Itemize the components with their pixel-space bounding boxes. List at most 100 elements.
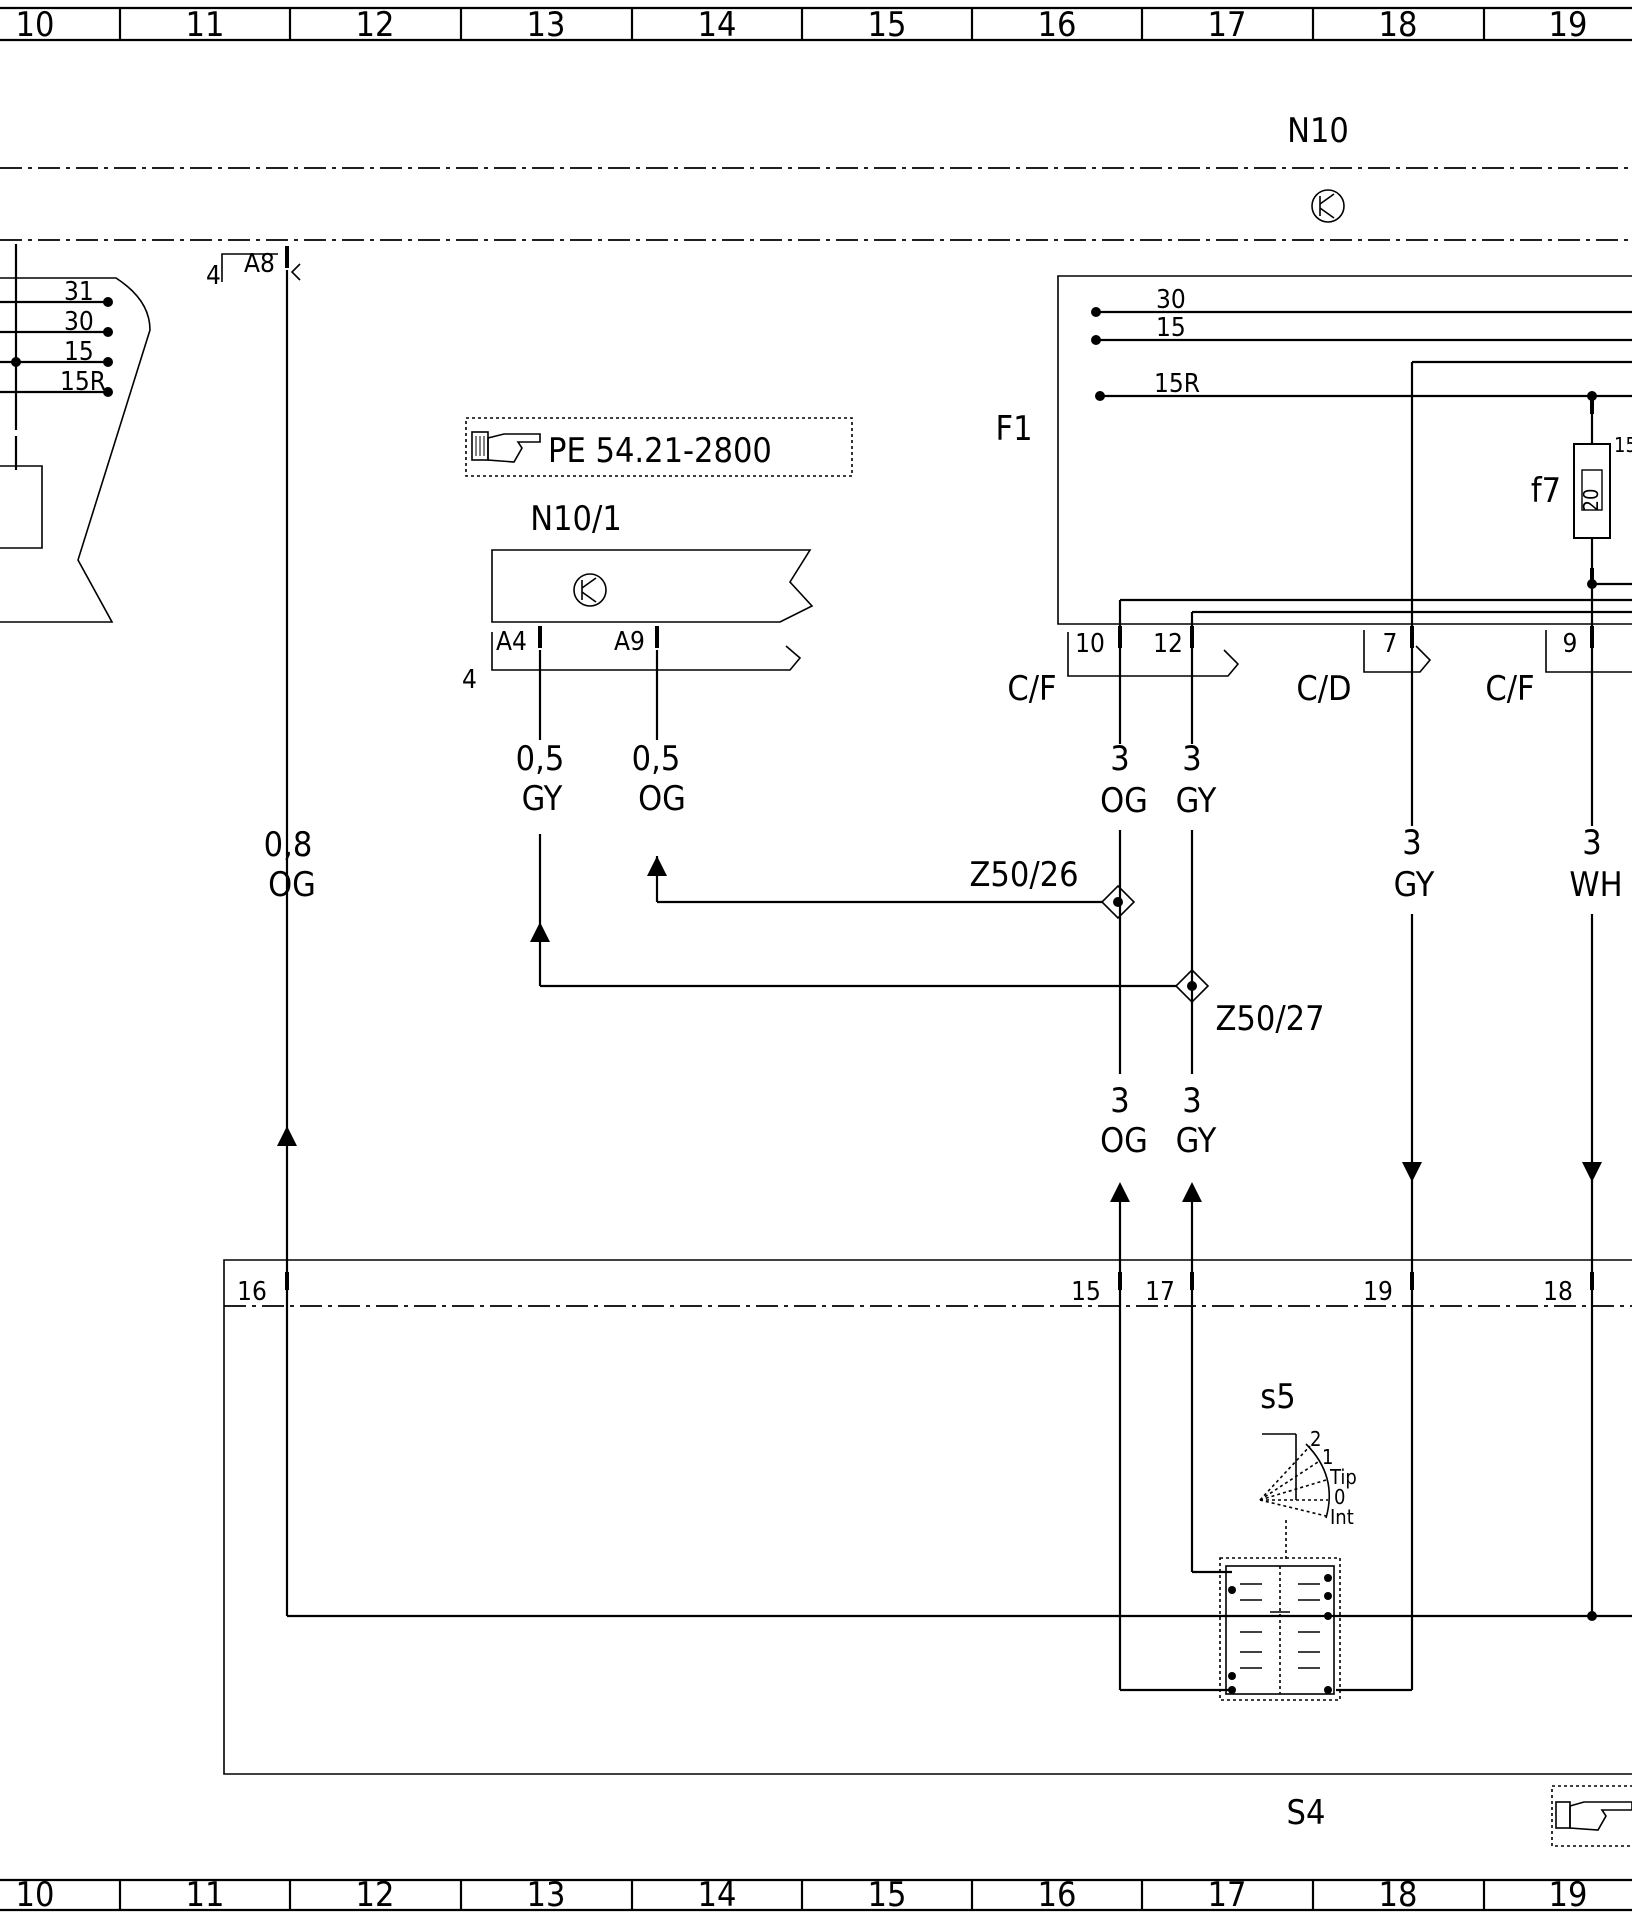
wire-17-size: 3 — [1182, 1081, 1201, 1121]
wire-10-color: OG — [1100, 781, 1148, 821]
z50-27-label: Z50/27 — [1215, 999, 1324, 1039]
cd-label: C/D — [1296, 669, 1351, 709]
s4-pin-17: 17 — [1145, 1277, 1175, 1307]
s5-label: s5 — [1260, 1377, 1295, 1417]
pin-10-label: 10 — [1075, 629, 1105, 659]
a8-pin-label: A8 — [244, 249, 275, 279]
top-col-12: 12 — [356, 5, 395, 45]
bottom-col-16: 16 — [1038, 1875, 1077, 1914]
junction-z50-27: Z50/27 — [1174, 968, 1325, 1039]
wire-7-color: GY — [1394, 865, 1435, 905]
wire-a8-color: OG — [268, 865, 316, 905]
f1-label: F1 — [995, 409, 1032, 449]
pin-9-arrow-down — [1582, 1162, 1602, 1182]
z50-26-label: Z50/26 — [969, 855, 1078, 895]
f7-fuse-body — [1573, 443, 1611, 539]
wire-12-size: 3 — [1182, 739, 1201, 779]
pointing-hand-icon — [471, 431, 541, 463]
junction-z50-26: Z50/26 — [969, 855, 1136, 920]
bottom-col-13: 13 — [527, 1875, 566, 1914]
s5-position-fan: 2 1 Tip 0 Int — [1259, 1427, 1357, 1529]
pin-15-arrow-up — [1110, 1182, 1130, 1202]
f7-rating: 20 — [1579, 489, 1603, 512]
wire-a8-size: 0,8 — [264, 825, 313, 865]
wire-15-color: OG — [1100, 1121, 1148, 1161]
s5-pos-int: Int — [1330, 1505, 1354, 1529]
top-col-19: 19 — [1549, 5, 1588, 45]
a9-pin-label: A9 — [614, 627, 645, 657]
left-ignition-block: 31 30 15 15R — [0, 244, 151, 623]
s5-pos-2: 2 — [1310, 1427, 1321, 1451]
pin-10-circuit: 3 OG 3 OG — [1100, 648, 1148, 1272]
top-column-ruler: 10 11 12 13 14 15 16 17 18 19 — [0, 5, 1632, 45]
s5-pos-tip: Tip — [1329, 1465, 1357, 1489]
f7-label: f7 — [1531, 471, 1561, 511]
left-term-15r: 15R — [60, 367, 106, 397]
s5-contacts-right — [1298, 1574, 1332, 1694]
top-col-18: 18 — [1379, 5, 1418, 45]
s5-contact-block — [1219, 1557, 1341, 1701]
left-term-31: 31 — [64, 277, 94, 307]
s5-pos-0: 0 — [1334, 1485, 1345, 1509]
pin-17-arrow-up — [1182, 1182, 1202, 1202]
n10-1-4-label: 4 — [462, 665, 477, 695]
pin-12-label: 12 — [1153, 629, 1183, 659]
f7-pin-label: 15 — [1614, 433, 1632, 457]
s5-contacts-left — [1228, 1583, 1262, 1694]
pin-9-label: 9 — [1563, 629, 1578, 659]
pointing-hand-icon-bottom — [1555, 1801, 1632, 1831]
top-col-14: 14 — [698, 5, 737, 45]
f1-output-connectors: 10 12 C/F 7 C/D 9 C/F — [1007, 360, 1632, 709]
a4-arrow-up — [530, 922, 550, 942]
bottom-col-10: 10 — [16, 1875, 55, 1914]
wire-9-size: 3 — [1582, 823, 1601, 863]
left-term-30: 30 — [64, 307, 94, 337]
wire-10-size: 3 — [1110, 739, 1129, 779]
a8-4-label: 4 — [206, 261, 221, 291]
f1-fuse-box: F1 30 15 15R 20 f7 15 — [995, 275, 1632, 625]
f1-term-30: 30 — [1156, 285, 1186, 315]
n10-1-label: N10/1 — [530, 499, 622, 539]
wire-a4-size: 0,5 — [516, 739, 565, 779]
s4-pin-18: 18 — [1543, 1277, 1573, 1307]
left-term-15: 15 — [64, 337, 94, 367]
s5-wiper-switch: s5 2 1 Tip 0 Int — [1219, 1377, 1357, 1701]
bottom-right-reference-box — [1551, 1785, 1632, 1847]
cf-label-1: C/F — [1007, 669, 1056, 709]
pin-12-circuit: 3 GY 3 GY — [1176, 648, 1217, 1272]
top-col-16: 16 — [1038, 5, 1077, 45]
pin-9-circuit: 3 WH — [1569, 648, 1623, 1272]
pin-7-arrow-down — [1402, 1162, 1422, 1182]
bottom-col-17: 17 — [1208, 1875, 1247, 1914]
wire-a4-color: GY — [522, 779, 563, 819]
bottom-col-14: 14 — [698, 1875, 737, 1914]
a9-circuit: 0,5 OG — [632, 650, 1118, 904]
pin-7-label: 7 — [1383, 629, 1398, 659]
wire-12-color: GY — [1176, 781, 1217, 821]
s4-label: S4 — [1287, 1793, 1326, 1833]
top-col-17: 17 — [1208, 5, 1247, 45]
bottom-col-12: 12 — [356, 1875, 395, 1914]
wire-17-color: GY — [1176, 1121, 1217, 1161]
wire-9-color: WH — [1569, 865, 1622, 905]
wire-7-size: 3 — [1402, 823, 1421, 863]
bottom-col-18: 18 — [1379, 1875, 1418, 1914]
top-col-10: 10 — [16, 5, 55, 45]
f1-term-15r: 15R — [1154, 369, 1200, 399]
bottom-col-15: 15 — [868, 1875, 907, 1914]
wire-15-size: 3 — [1110, 1081, 1129, 1121]
s4-switch-module: S4 16 15 17 19 18 — [223, 1259, 1632, 1833]
n10-1-module: N10/1 4 A4 A9 — [462, 499, 814, 695]
a9-arrow-up — [647, 856, 667, 876]
f1-term-15: 15 — [1156, 313, 1186, 343]
s5-pos-1: 1 — [1322, 1445, 1333, 1469]
a8-arrow-up — [277, 1126, 297, 1146]
top-col-13: 13 — [527, 5, 566, 45]
pin-7-circuit: 3 GY — [1394, 648, 1435, 1272]
bottom-column-ruler: 10 11 12 13 14 15 16 17 18 19 — [0, 1875, 1632, 1914]
top-col-15: 15 — [868, 5, 907, 45]
bottom-col-19: 19 — [1549, 1875, 1588, 1914]
a8-circuit: 4 A8 0,8 OG — [206, 246, 316, 1272]
s4-pin-15: 15 — [1071, 1277, 1101, 1307]
